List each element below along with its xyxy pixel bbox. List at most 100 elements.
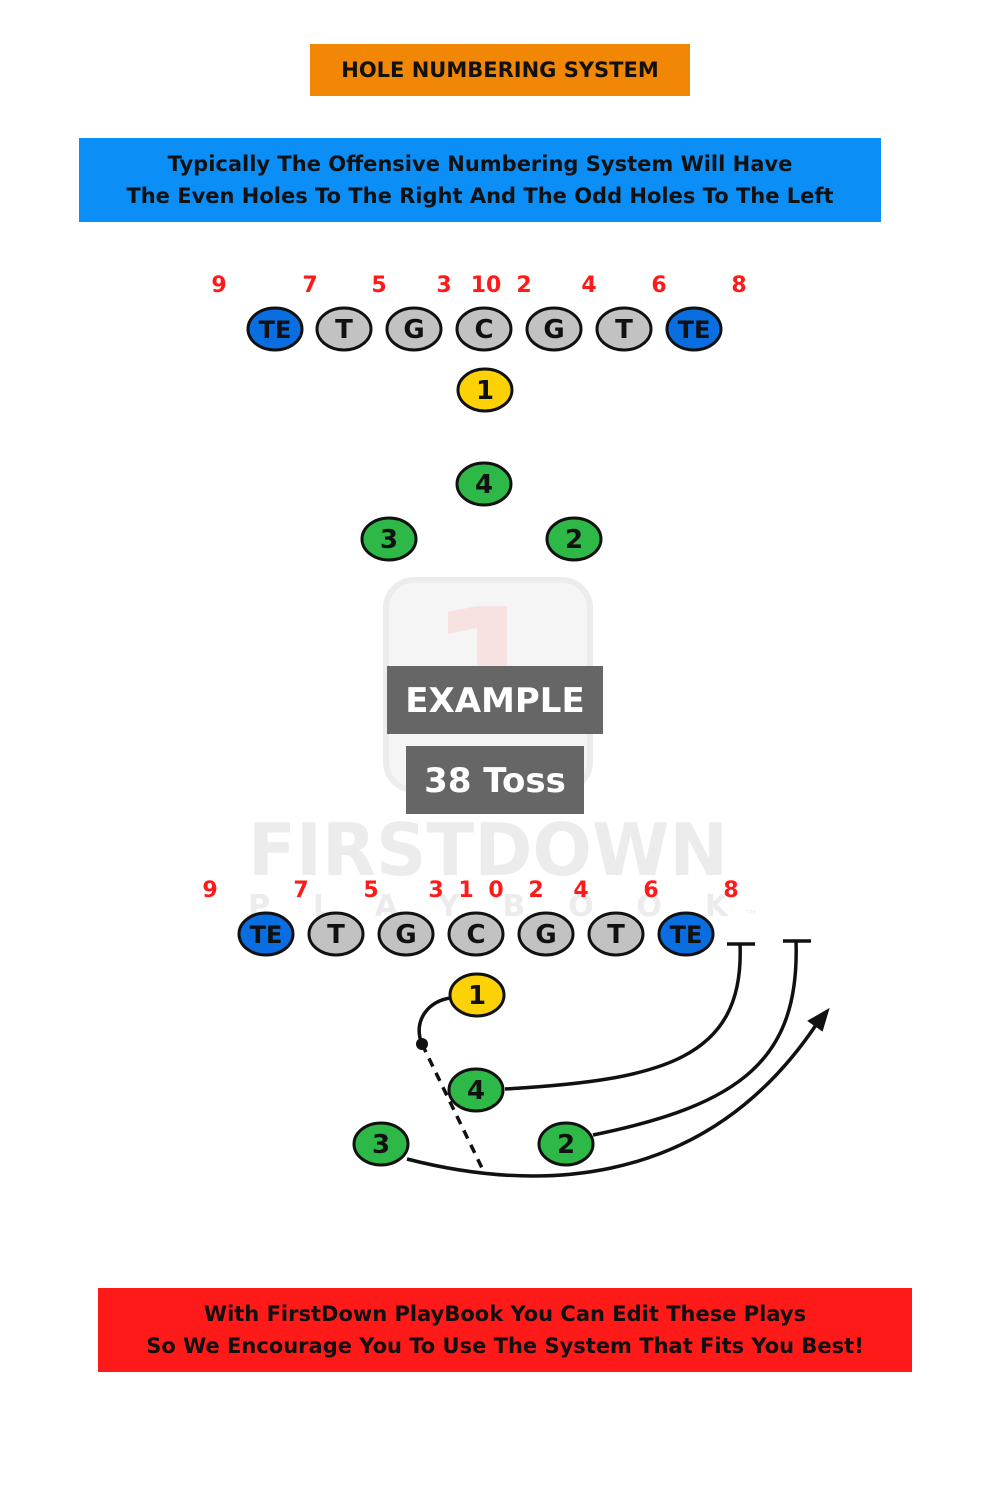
lineman-marker: [307, 911, 365, 957]
hole-number: 3: [436, 273, 451, 298]
title-banner: HOLE NUMBERING SYSTEM: [310, 44, 690, 96]
lineman-marker: [377, 911, 435, 957]
footer-banner: With FirstDown PlayBook You Can Edit The…: [98, 1288, 912, 1372]
player-label: 3: [372, 1130, 390, 1160]
bottom-player-t-5: T: [587, 911, 645, 957]
lineman-marker: [385, 306, 443, 352]
bottom-back-player-3-2: 3: [352, 1121, 410, 1167]
tight-end-marker: [246, 306, 304, 352]
footer-line-1: With FirstDown PlayBook You Can Edit The…: [203, 1302, 807, 1326]
bottom-player-g-4: G: [517, 911, 575, 957]
intro-banner: Typically The Offensive Numbering System…: [79, 138, 881, 222]
bottom-player-te-6: TE: [657, 911, 715, 957]
lineman-marker: [587, 911, 645, 957]
player-label: TE: [250, 921, 283, 949]
player-label: T: [335, 315, 353, 345]
quarterback-marker: [456, 367, 514, 413]
hole-number: 6: [643, 878, 658, 903]
player-label: T: [607, 920, 625, 950]
player-label: 2: [565, 525, 583, 555]
example-label: EXAMPLE: [405, 681, 584, 721]
player-label: 1: [476, 376, 494, 406]
bottom-back-player-1-0: 1: [448, 972, 506, 1018]
top-player-c-3: C: [455, 306, 513, 352]
bottom-player-g-2: G: [377, 911, 435, 957]
page-title: HOLE NUMBERING SYSTEM: [341, 58, 659, 82]
hole-number: 0: [488, 878, 503, 903]
top-player-t-1: T: [315, 306, 373, 352]
watermark-brand-top: FIRSTDOWN: [248, 808, 728, 892]
hole-number: 4: [573, 878, 588, 903]
top-player-g-4: G: [525, 306, 583, 352]
player-label: 4: [467, 1076, 485, 1106]
back-marker: [537, 1121, 595, 1167]
top-player-t-5: T: [595, 306, 653, 352]
hole-number: 8: [723, 878, 738, 903]
intro-line-1: Typically The Offensive Numbering System…: [167, 152, 793, 176]
tight-end-marker: [665, 306, 723, 352]
play-name: 38 Toss: [424, 761, 566, 801]
back-marker: [455, 461, 513, 507]
footer-line-2: So We Encourage You To Use The System Th…: [146, 1334, 864, 1358]
toss-route-arrowhead: [807, 1007, 830, 1032]
hole-number: 4: [581, 273, 596, 298]
firstdown-watermark: 1 FIRSTDOWN PLAYBOOK ™: [248, 573, 758, 924]
hole-number: 7: [293, 878, 308, 903]
top-back-player-4-1: 4: [455, 461, 513, 507]
hole-number: 10: [471, 273, 502, 298]
tight-end-marker: [657, 911, 715, 957]
hole-number: 8: [731, 273, 746, 298]
play-routes: [406, 939, 830, 1178]
top-back-player-1-0: 1: [456, 367, 514, 413]
back-marker: [352, 1121, 410, 1167]
player-label: TE: [259, 316, 292, 344]
player-label: C: [474, 315, 493, 345]
tight-end-marker: [237, 911, 295, 957]
player-label: 1: [468, 981, 486, 1011]
lineman-marker: [595, 306, 653, 352]
lineman-marker: [455, 306, 513, 352]
hole-number: 1: [458, 878, 473, 903]
player-label: TE: [678, 316, 711, 344]
back-4-route: [504, 943, 742, 1091]
lineman-marker: [525, 306, 583, 352]
watermark-trademark: ™: [744, 908, 758, 924]
player-label: T: [327, 920, 345, 950]
quarterback-marker: [448, 972, 506, 1018]
hole-number: 5: [371, 273, 386, 298]
hole-number: 6: [651, 273, 666, 298]
back-2-route: [592, 940, 798, 1137]
intro-line-2: The Even Holes To The Right And The Odd …: [126, 184, 834, 208]
top-player-te-6: TE: [665, 306, 723, 352]
player-label: TE: [670, 921, 703, 949]
top-back-player-3-2: 3: [360, 516, 418, 562]
player-label: 2: [557, 1130, 575, 1160]
hole-number: 5: [363, 878, 378, 903]
player-label: G: [395, 920, 416, 950]
back-marker: [545, 516, 603, 562]
bottom-player-c-3: C: [447, 911, 505, 957]
lineman-marker: [315, 306, 373, 352]
qb-route: [417, 996, 452, 1045]
pitch-line: [420, 1043, 484, 1169]
hole-number: 9: [211, 273, 226, 298]
lineman-marker: [447, 911, 505, 957]
player-label: T: [615, 315, 633, 345]
top-player-te-0: TE: [246, 306, 304, 352]
back-marker: [447, 1067, 505, 1113]
hole-number: 7: [302, 273, 317, 298]
top-back-player-2-3: 2: [545, 516, 603, 562]
bottom-back-player-2-3: 2: [537, 1121, 595, 1167]
player-label: G: [543, 315, 564, 345]
back-marker: [360, 516, 418, 562]
bottom-player-t-1: T: [307, 911, 365, 957]
bottom-player-te-0: TE: [237, 911, 295, 957]
player-label: 4: [475, 470, 493, 500]
example-label-box: [387, 666, 603, 734]
lineman-marker: [517, 911, 575, 957]
